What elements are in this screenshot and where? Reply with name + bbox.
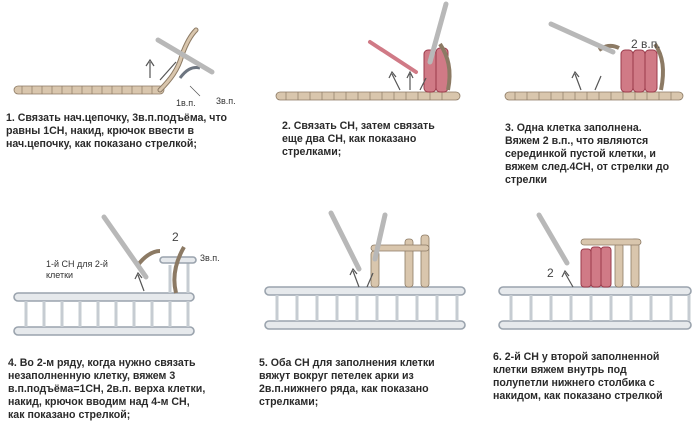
step-4-panel: 1-й СН для 2-й клетки 2 3в.п. 4. Во 2-м …: [0, 205, 255, 431]
step-2-caption: 2. Связать СН, затем связать еще два СН,…: [282, 120, 435, 158]
direction-arrows: [571, 70, 602, 91]
label-2: 2: [547, 266, 554, 280]
label-2-chains: 2 в.п.: [631, 37, 661, 51]
crochet-hook-icon: [548, 21, 616, 55]
label-mesh: клетки: [46, 270, 73, 280]
working-yarn: [368, 40, 418, 74]
base-chain: [504, 91, 684, 101]
step-4-caption: 4. Во 2-м ряду, когда нужно связать неза…: [8, 357, 206, 421]
mesh-rows: [498, 286, 692, 330]
label-1-chain: 1в.п.: [176, 98, 196, 108]
foundation-chain: [13, 85, 165, 95]
mesh-rows: [13, 256, 197, 336]
step-1-illustration: 1в.п. 3в.п.: [13, 27, 236, 108]
insertion-arrow: [561, 269, 574, 288]
step-3-illustration: 2 в.п.: [504, 21, 684, 101]
label-first-dc: 1-й СН для 2-й: [46, 259, 108, 269]
label-3-chains: 3в.п.: [200, 253, 220, 263]
step-3-panel: 2 в.п. 3. Одна клетка заполнена. Вяжем 2…: [495, 0, 700, 205]
step-4-illustration: 1-й СН для 2-й клетки 2 3в.п.: [13, 214, 220, 336]
step-3-caption: 3. Одна клетка заполнена. Вяжем 2 в.п., …: [505, 122, 670, 186]
label-3-chains: 3в.п.: [216, 96, 236, 106]
step-6-panel: 2 6. 2-й СН у второй заполненной клетки …: [485, 205, 700, 431]
insertion-arrow: [145, 58, 177, 81]
mesh-rows: [264, 286, 466, 330]
step-2-panel: 2. Связать СН, затем связать еще два СН,…: [270, 0, 490, 205]
crochet-hook-icon: [155, 37, 215, 75]
step-1-caption: 1. Связать нач.цепочку, 3в.п.подъёма, чт…: [6, 112, 227, 150]
crochet-hook-icon: [536, 212, 570, 266]
yarn-over: [178, 66, 201, 79]
step-1-panel: 1в.п. 3в.п. 1. Связать нач.цепочку, 3в.п…: [0, 0, 260, 205]
step-5-illustration: [264, 210, 466, 330]
filled-mesh-block: [620, 42, 665, 93]
step-6-illustration: 2: [498, 212, 692, 330]
crochet-hook-icon: [101, 214, 149, 280]
base-chain: [275, 91, 461, 101]
insertion-arrow: [134, 271, 145, 292]
double-crochet-stitches: [423, 42, 452, 93]
turning-chain: [172, 246, 186, 294]
step-5-caption: 5. Оба СН для заполнения клетки вяжут во…: [259, 357, 435, 408]
crochet-hook-icon: [427, 1, 449, 65]
label-2: 2: [172, 230, 179, 244]
step-6-caption: 6. 2-й СН у второй заполненной клетки вя…: [493, 351, 663, 402]
filled-mesh-block: [580, 238, 642, 288]
step-5-panel: 5. Оба СН для заполнения клетки вяжут во…: [255, 205, 485, 431]
direction-arrows: [349, 267, 374, 288]
step-2-illustration: [275, 1, 461, 101]
direction-arrows: [388, 70, 427, 91]
crochet-hook-icon: [328, 210, 362, 272]
